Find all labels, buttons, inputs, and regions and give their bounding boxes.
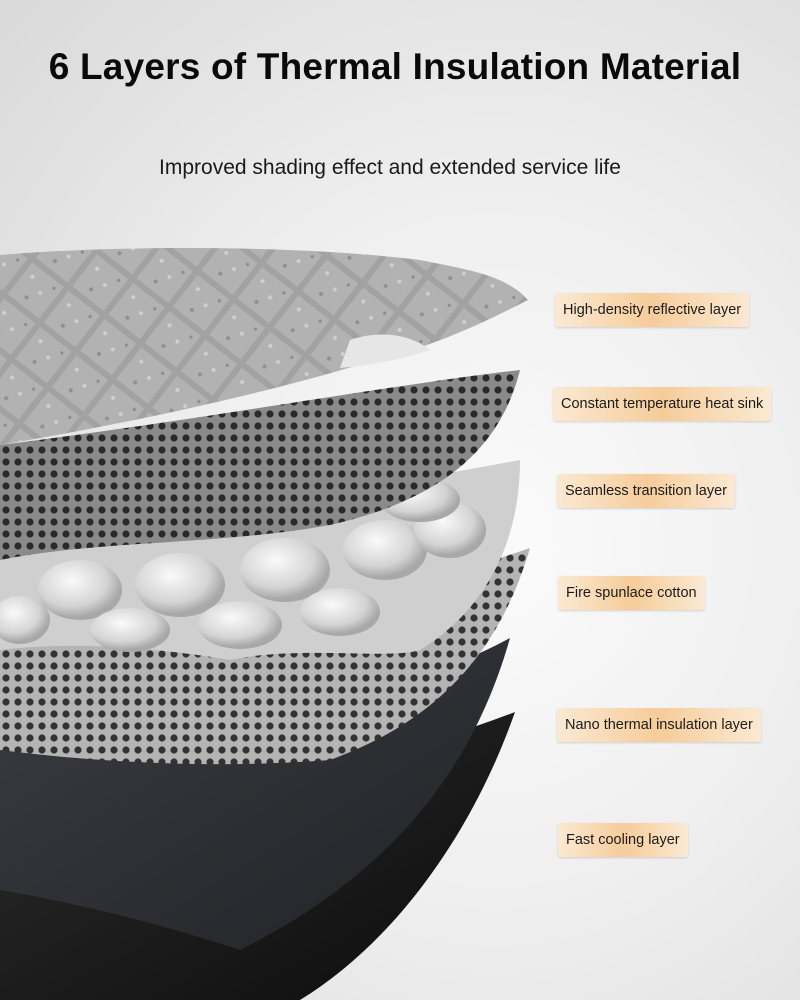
layer-reflective bbox=[0, 248, 528, 445]
page-title: 6 Layers of Thermal Insulation Material bbox=[48, 46, 742, 87]
layer-heat-sink bbox=[0, 370, 520, 560]
label-cooling-layer: Fast cooling layer bbox=[558, 823, 688, 857]
reflective-curl bbox=[340, 334, 430, 368]
label-nano-layer: Nano thermal insulation layer bbox=[557, 708, 761, 742]
label-heat-sink: Constant temperature heat sink bbox=[553, 387, 772, 421]
label-reflective-layer: High-density reflective layer bbox=[555, 293, 750, 327]
page-subtitle: Improved shading effect and extended ser… bbox=[159, 156, 621, 179]
label-spunlace-cotton: Fire spunlace cotton bbox=[558, 576, 705, 610]
label-transition-layer: Seamless transition layer bbox=[557, 474, 735, 508]
bubble-pattern bbox=[0, 478, 486, 652]
